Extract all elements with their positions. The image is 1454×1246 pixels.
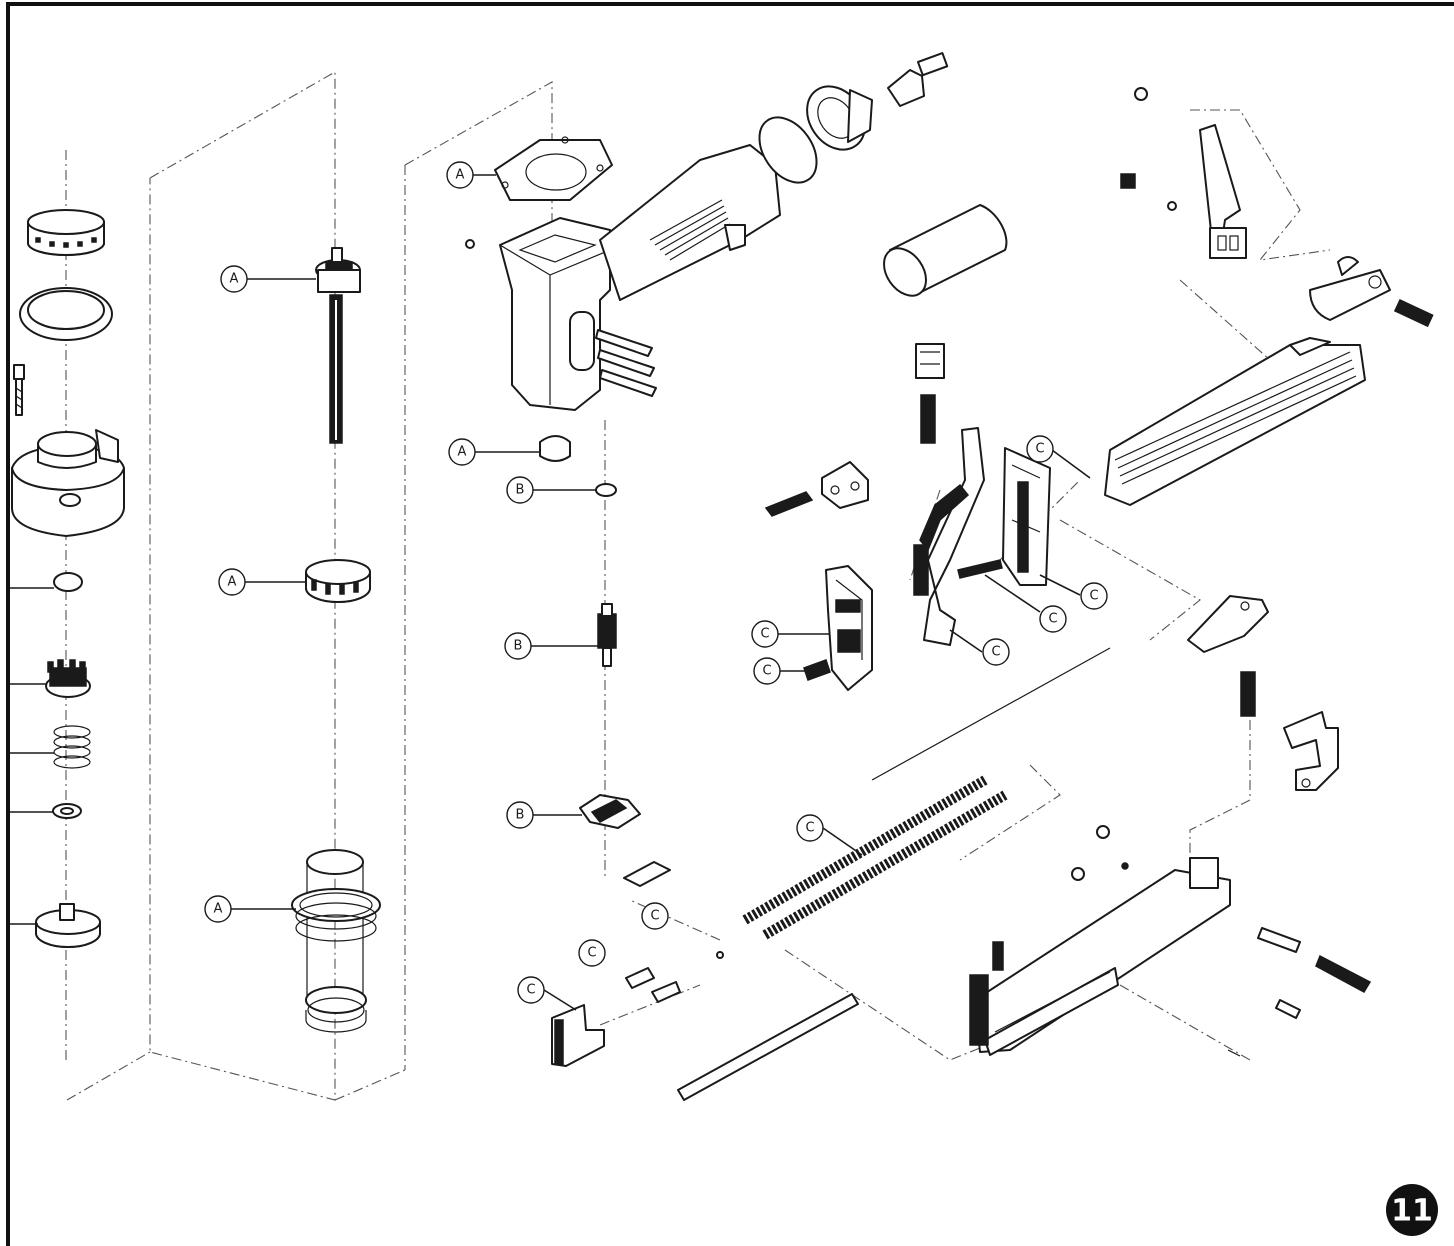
callout-c4: A [218, 568, 246, 596]
air-inlet-parts [758, 52, 1008, 297]
frame-border [6, 2, 1454, 1246]
callout-c18: C [578, 939, 606, 967]
callout-c11: C [1080, 582, 1108, 610]
latch-housing [1187, 595, 1269, 653]
magazine-rail-group [1104, 87, 1434, 506]
pusher-pin-b [651, 981, 681, 1003]
magazine-bolt [1315, 954, 1372, 994]
pusher-pin-a [625, 967, 655, 989]
callout-c7: B [506, 476, 534, 504]
svg-text:C: C [1089, 589, 1098, 604]
svg-text:C: C [805, 821, 814, 836]
cylinder-sleeve [306, 849, 364, 875]
inlet-o-ring [758, 116, 818, 184]
callout-c10: C [1026, 435, 1054, 463]
svg-text:C: C [650, 909, 659, 924]
svg-text:C: C [1048, 612, 1057, 627]
cap-spring [53, 725, 91, 769]
nose-bolt [803, 659, 831, 681]
cap-stack [10, 209, 125, 948]
nose-screw [957, 559, 1003, 579]
svg-text:C: C [760, 627, 769, 642]
guide-spring [920, 394, 936, 444]
latch-parts [1187, 595, 1339, 791]
guide-pin [1257, 927, 1301, 953]
svg-text:C: C [991, 645, 1000, 660]
driver-column [230, 247, 381, 1033]
callout-c16: C [796, 814, 824, 842]
svg-text:B: B [516, 808, 525, 823]
svg-text:C: C [762, 664, 771, 679]
nose-parts [764, 343, 1091, 691]
svg-text:A: A [230, 272, 239, 287]
magazine-body [974, 869, 1231, 1053]
callout-c12: C [1039, 605, 1067, 633]
callout-c2: A [220, 265, 248, 293]
svg-text:C: C [1035, 442, 1044, 457]
trigger-arm [1199, 124, 1241, 241]
cap-bolt [13, 364, 25, 380]
hex-nut [1134, 87, 1148, 101]
svg-text:C: C [587, 946, 596, 961]
pusher-wire [871, 647, 1111, 781]
latch-clip [1283, 711, 1339, 791]
callout-c8: B [504, 632, 532, 660]
svg-text:11: 11 [1391, 1194, 1433, 1229]
svg-text:A: A [214, 902, 223, 917]
trigger-screw [1120, 173, 1136, 189]
head-parts [465, 136, 781, 887]
magazine-springs [742, 775, 1008, 940]
air-fitting [887, 69, 925, 107]
latch-spring [1240, 671, 1256, 717]
magazine-face [969, 974, 989, 1046]
callout-c3: A [448, 438, 476, 466]
svg-text:A: A [456, 168, 465, 183]
latch-lever [1309, 269, 1391, 321]
head-gasket [494, 139, 613, 201]
callout-c13: C [982, 638, 1010, 666]
callout-c17: C [641, 902, 669, 930]
svg-text:B: B [514, 639, 523, 654]
magazine-assembly [543, 647, 1372, 1101]
svg-text:A: A [228, 575, 237, 590]
svg-text:A: A [458, 445, 467, 460]
cap-disc [53, 572, 83, 592]
exhaust-cap [539, 435, 571, 462]
driver-guide [923, 427, 985, 646]
guide-bracket [915, 343, 945, 379]
figure-number-badge: 11 [1386, 1184, 1438, 1236]
callout-c5: A [204, 895, 232, 923]
pin-small [716, 951, 724, 959]
callout-c15: C [753, 657, 781, 685]
magazine-screw [992, 941, 1004, 971]
roll-pin [1275, 999, 1301, 1019]
pin-set [595, 329, 657, 397]
latch-bolt [1393, 299, 1434, 328]
valve-plate [623, 861, 671, 887]
tool-body-housing [499, 217, 611, 411]
svg-text:C: C [526, 983, 535, 998]
nose-body [825, 565, 873, 691]
svg-text:B: B [516, 483, 525, 498]
callout-c9: B [506, 801, 534, 829]
pusher-screw [764, 491, 814, 517]
callout-c1: A [446, 161, 474, 189]
magazine-bracket [1189, 857, 1219, 889]
magazine-rail [1104, 344, 1366, 506]
valve-stem [597, 613, 617, 649]
tool-handle [599, 144, 781, 301]
magazine-rod [677, 993, 859, 1101]
valve-washer [595, 483, 617, 497]
pusher-block [821, 461, 869, 509]
callout-c14: C [751, 620, 779, 648]
trigger-bracket [1209, 227, 1247, 259]
callout-c19: C [517, 976, 545, 1004]
